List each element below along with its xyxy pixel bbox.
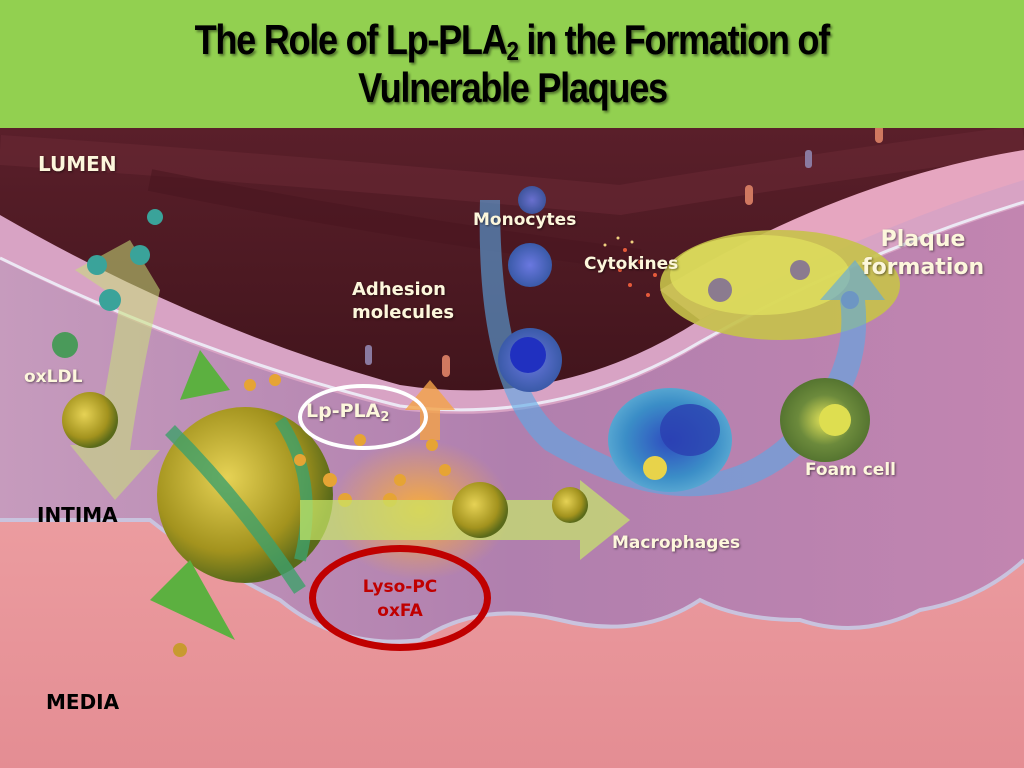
title-banner: The Role of Lp-PLA2 in the Formation of … [0,0,1024,128]
lyso-pc-oxfa-highlight-ellipse [309,545,491,651]
title-line-1: The Role of Lp-PLA2 in the Formation of [194,16,831,66]
artery-cross-section-graphic [0,128,1024,768]
title-line-2: Vulnerable Plaques [357,64,668,111]
cytokines-label: Cytokines [584,254,679,274]
macrophages-label: Macrophages [612,533,741,553]
media-label: MEDIA [46,690,120,714]
intima-label: INTIMA [37,503,118,527]
plaque-formation-label: Plaque formation [862,227,985,280]
adhesion-molecules-label: Adhesion molecules [352,279,455,323]
lp-pla2-highlight-ellipse [298,384,428,450]
artery-illustration: LUMEN INTIMA MEDIA oxLDL Lp-PLA2 Adhesio… [0,128,1024,768]
lumen-label: LUMEN [38,152,117,176]
lp-pla2-label: Lp-PLA2 [306,400,390,425]
monocytes-label: Monocytes [473,210,577,230]
foam-cell-label: Foam cell [805,460,896,480]
oxldl-label: oxLDL [24,367,83,387]
lyso-pc-oxfa-label: Lyso-PC oxFA [362,577,438,621]
